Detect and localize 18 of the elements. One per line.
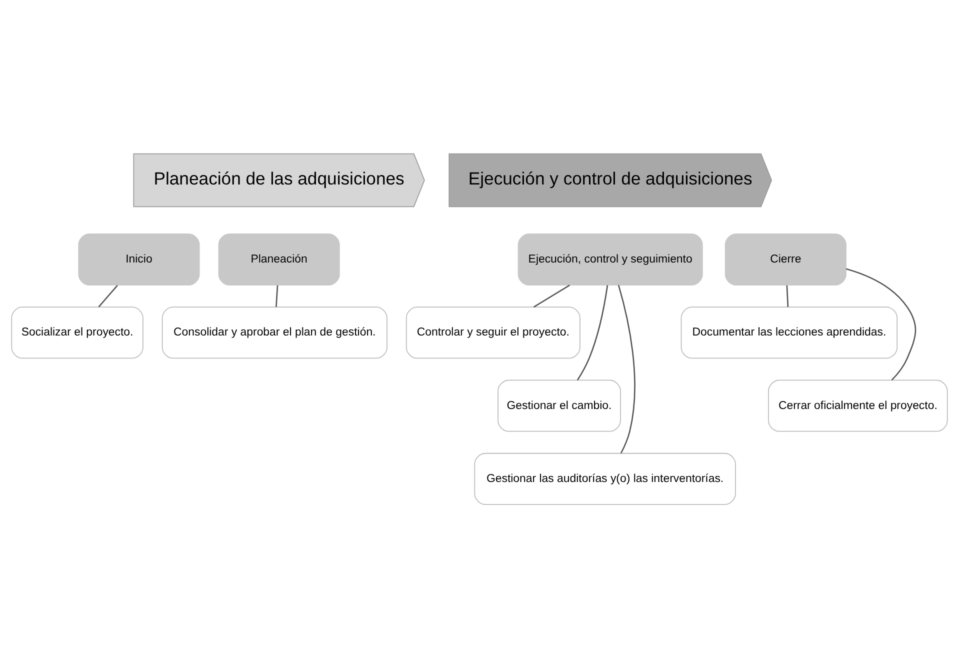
node-box: Documentar las lecciones aprendidas. [680,306,898,359]
node-box: Cerrar oficialmente el proyecto. [768,380,948,432]
connector [576,285,608,380]
node-box: Ejecución, control y seguimiento [518,234,703,286]
node-box: Cierre [724,234,846,286]
node-box: Socializar el proyecto. [11,306,144,359]
connector [533,284,570,308]
connector [786,285,789,307]
connector [846,268,916,381]
connector [618,284,636,454]
connector [98,284,118,308]
node-box: Consolidar y aprobar el plan de gestión. [162,306,388,359]
node-box: Gestionar las auditorías y(o) las interventorías. [474,452,736,505]
connector [276,285,278,307]
node-box: Inicio [78,234,200,286]
node-box: Controlar y seguir el proyecto. [406,306,580,359]
node-box: Gestionar el cambio. [498,380,621,432]
node-box: Planeación [218,234,340,286]
